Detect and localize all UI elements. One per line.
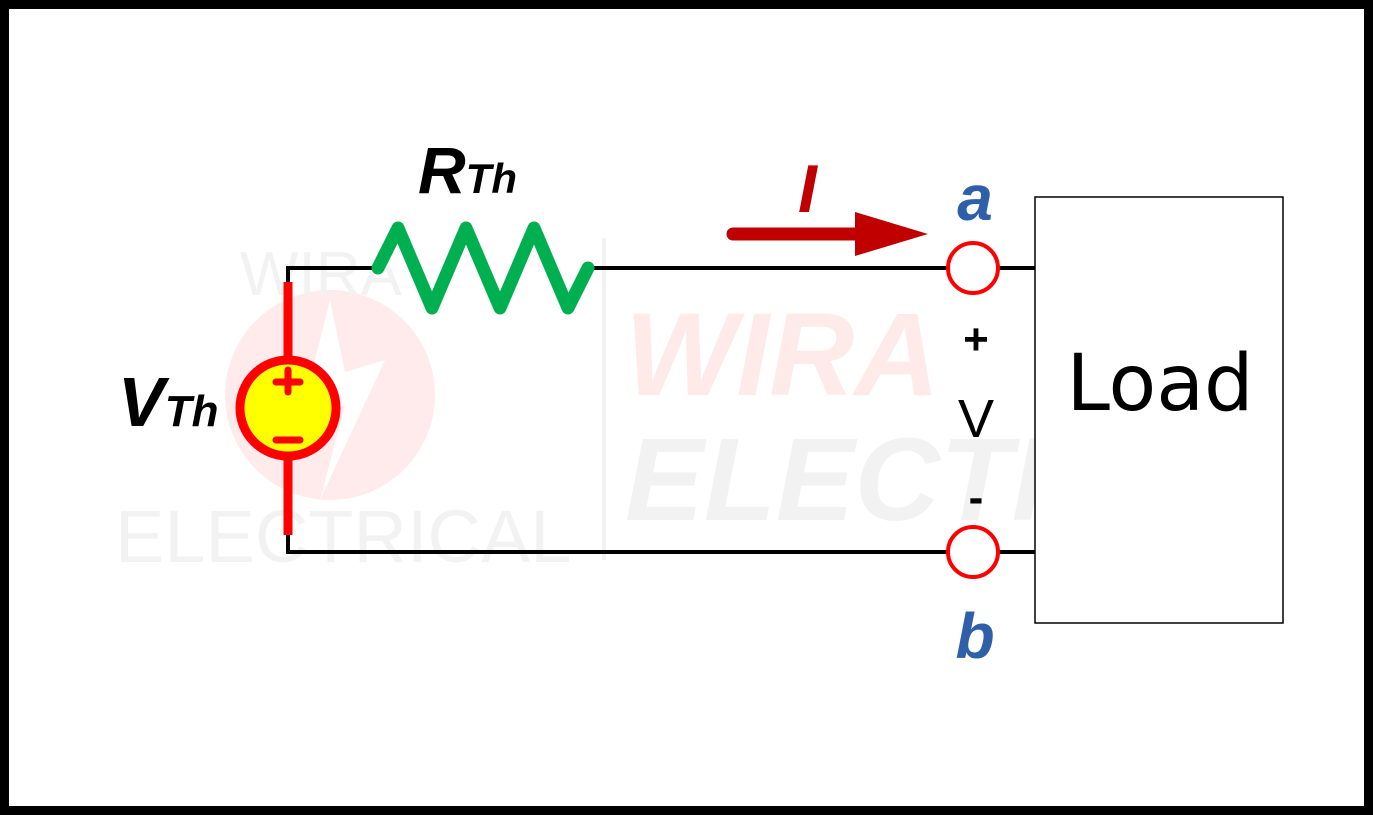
load-box [1034,196,1284,624]
voltage-source [235,282,341,535]
wires [286,266,1040,554]
source-label: VTh [118,363,218,441]
voltage-plus: + [963,315,989,364]
current-arrow-head-icon [855,212,928,256]
watermark-big-top: WIRA [625,289,940,421]
terminal-b [946,525,1000,579]
voltage-label: V [958,389,994,449]
watermark-bolt-icon [300,300,385,500]
resistor-zigzag [371,221,595,315]
voltage-minus: - [969,473,984,522]
resistor-label: RTh [418,133,517,207]
watermark-logo-top: WIRA [240,240,403,309]
current-label: I [798,151,819,227]
terminal-a-label: a [957,162,993,234]
terminal-b-label: b [955,600,994,672]
source-circle [235,355,341,461]
terminal-a [946,241,1000,295]
watermark-logo-bottom: ELECTRICAL [115,495,571,578]
load-label: Load [1066,339,1253,429]
wire-bottom [286,530,947,554]
current-arrow [726,212,928,256]
